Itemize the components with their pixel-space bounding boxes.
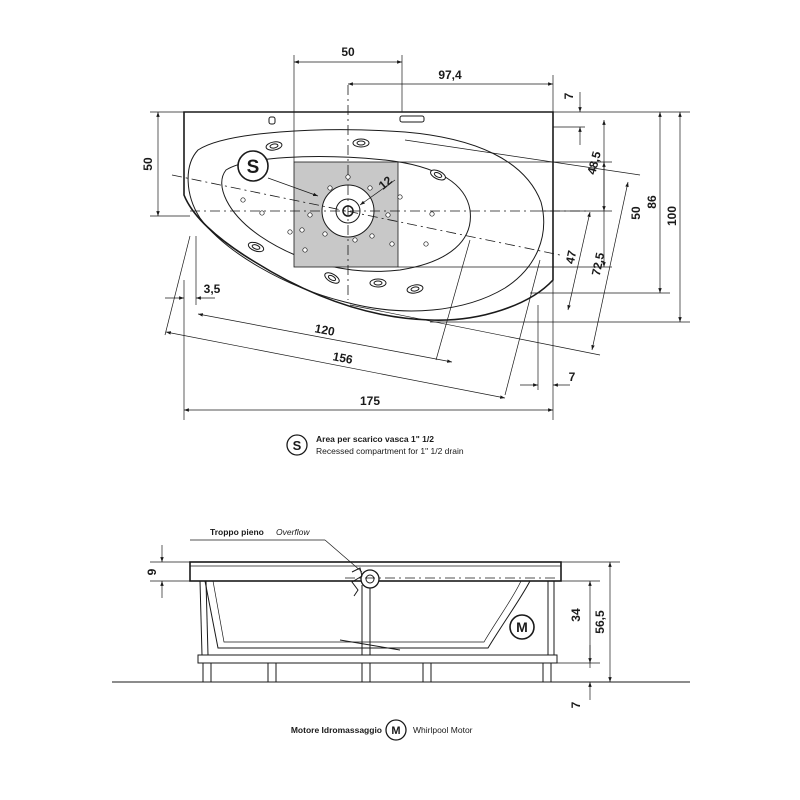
dimension-labels: 50 97,4 7 50 48,5 12 50 47 72,5 86 100 3… [141, 45, 679, 408]
legend-drain-subtitle: Recessed compartment for 1" 1/2 drain [316, 446, 464, 456]
dim-depth-86: 86 [645, 195, 659, 209]
dim-total-length: 175 [360, 394, 380, 408]
legend-motor: Motore Idromassaggio M Whirlpool Motor [291, 719, 473, 741]
dim-drain-width: 50 [341, 45, 355, 59]
side-view: M Troppo pieno Overflow 9 34 [112, 527, 690, 708]
dim-right-offset: 7 [569, 370, 576, 384]
tub-outer-basin [187, 129, 545, 312]
dimension-lines [156, 60, 682, 412]
legend-drain-title: Area per scarico vasca 1" 1/2 [316, 434, 434, 444]
legend-motor-icon [385, 719, 407, 741]
dim-drain-height: 50 [629, 206, 643, 220]
overflow-fitting [351, 567, 380, 597]
dim-total-height: 56,5 [593, 610, 607, 634]
tub-body [204, 580, 531, 649]
dim-diag-48-5: 48,5 [584, 150, 604, 176]
dim-diag-length: 156 [332, 349, 355, 367]
legend-drain: S Area per scarico vasca 1" 1/2 Recessed… [286, 434, 464, 456]
dim-motor-height: 34 [569, 608, 583, 622]
dim-diag-72-5: 72,5 [589, 251, 608, 277]
motor-symbol-letter: M [516, 619, 528, 635]
dim-diag-47: 47 [563, 249, 580, 265]
dim-left-offset: 3,5 [204, 282, 221, 296]
dim-left-depth: 50 [141, 157, 155, 171]
top-view: S 50 97,4 7 50 48,5 12 50 47 72,5 86 100… [141, 45, 690, 420]
overflow-label-it: Troppo pieno [210, 527, 264, 537]
drain-pipe [339, 585, 401, 655]
legs [199, 580, 555, 683]
side-dimension-labels: 9 34 56,5 7 [145, 568, 607, 708]
whirlpool-jets [247, 138, 446, 294]
legend-motor-label-en: Whirlpool Motor [413, 725, 473, 735]
extension-lines [150, 55, 690, 420]
dim-rim-height: 9 [145, 568, 159, 575]
drain-area-dots [299, 174, 395, 253]
overflow-label-en: Overflow [276, 527, 310, 537]
control-hole [268, 116, 276, 125]
legend-motor-symbol: M [391, 725, 400, 737]
side-dimension-lines [160, 545, 612, 700]
legend-drain-icon [286, 434, 308, 456]
dim-rim-top: 7 [562, 92, 576, 99]
motor-symbol: M [509, 614, 535, 640]
dim-drain-offset: 97,4 [438, 68, 462, 82]
dim-feet-height: 7 [569, 701, 583, 708]
dim-inner-length: 120 [314, 321, 337, 339]
basin-holes [240, 194, 435, 247]
base-frame [197, 654, 558, 664]
drain-symbol: S [237, 150, 269, 182]
legend-motor-label-it: Motore Idromassaggio [291, 725, 382, 735]
drain-symbol-letter: S [247, 157, 260, 178]
tub-inner-basin [221, 156, 471, 272]
legend-drain-symbol: S [293, 438, 302, 453]
overflow-slot [399, 115, 425, 123]
dim-depth-100: 100 [665, 206, 679, 226]
